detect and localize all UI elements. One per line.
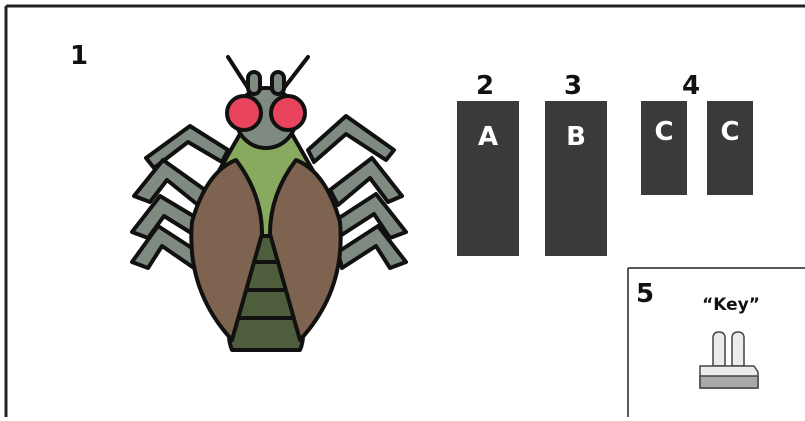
- block-b-label: B: [566, 122, 586, 152]
- bug-wing-left: [189, 158, 264, 342]
- key-prong-right: [731, 331, 745, 367]
- key-prong-left: [712, 331, 726, 367]
- key-panel: 5 “Key”: [627, 267, 805, 417]
- step-5-label: 5: [636, 279, 654, 309]
- block-a: [457, 101, 519, 256]
- step-2-label: 2: [476, 71, 494, 101]
- bug-antenna-left: [226, 55, 250, 90]
- bug-antenna-right: [282, 55, 310, 90]
- block-c-left-label: C: [654, 117, 673, 147]
- block-a-label: A: [478, 122, 498, 152]
- block-b: [545, 101, 607, 256]
- block-c-left: [641, 101, 687, 195]
- bug-eye-right: [269, 94, 307, 132]
- bug-legs-left: [130, 124, 230, 270]
- step-1-label: 1: [70, 41, 88, 71]
- bug-wing-right: [268, 158, 343, 342]
- key-caption: “Key”: [702, 295, 760, 315]
- bug-illustration: [130, 55, 408, 352]
- bug-head-nub-left: [246, 70, 262, 96]
- key-icon: [699, 331, 759, 389]
- block-c-right: [707, 101, 753, 195]
- block-c-right-label: C: [720, 117, 739, 147]
- bug-head-nub-right: [270, 70, 286, 96]
- step-3-label: 3: [564, 71, 582, 101]
- key-base: [699, 375, 759, 389]
- step-4-label: 4: [682, 71, 700, 101]
- bug-eye-left: [225, 94, 263, 132]
